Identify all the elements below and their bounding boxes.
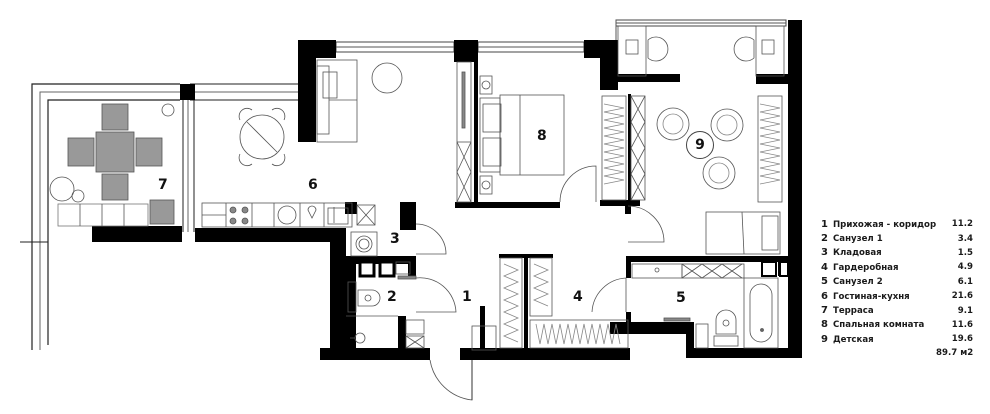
legend-room-name: Гардеробная — [832, 262, 899, 273]
bath2-niche-2 — [779, 261, 789, 277]
legend-area: 11.6 — [951, 319, 973, 330]
tv-stand — [456, 61, 472, 203]
sofa — [316, 59, 358, 143]
entrance-door — [429, 359, 473, 401]
window-kids — [615, 19, 787, 48]
legend-room-name: Гостиная-кухня — [832, 291, 910, 302]
room-label-9: 9 — [686, 131, 714, 159]
bathroom2-fixtures — [631, 263, 779, 349]
legend-area: 3.4 — [957, 233, 973, 244]
storage-shelf — [395, 261, 411, 275]
legend-row: 6 Гостиная-кухня 21.6 — [821, 289, 973, 303]
legend-number: 9 — [821, 333, 828, 345]
kids-door — [627, 205, 665, 243]
kids-bed — [705, 211, 781, 255]
legend-number: 2 — [821, 233, 828, 245]
desk-left — [617, 25, 669, 77]
legend-number: 5 — [821, 276, 828, 288]
legend-number: 1 — [821, 218, 828, 230]
legend-room-name: Прихожая - коридор — [832, 219, 937, 230]
legend-room-name: Спальная комната — [832, 320, 925, 331]
bathroom1-door — [415, 277, 457, 313]
legend-area: 11.2 — [951, 219, 973, 230]
terrace-table-set — [67, 103, 175, 225]
legend-row: 8 Спальная комната 11.6 — [821, 318, 973, 332]
desk-right — [733, 25, 785, 77]
total-area: 89.7 м2 — [936, 348, 974, 358]
bedroom-door — [559, 165, 597, 203]
entry-cabinet — [471, 325, 497, 351]
room-label-7: 7 — [158, 177, 168, 193]
legend-number: 4 — [821, 261, 828, 273]
legend-room-name: Детская — [832, 334, 874, 345]
legend-number: 8 — [821, 319, 828, 331]
shelf-kids — [630, 95, 646, 201]
terrace-lamp — [161, 103, 175, 117]
storage-door — [415, 223, 447, 255]
legend-room-name: Терраса — [832, 306, 874, 317]
washing-machine — [350, 231, 378, 257]
room-label-5: 5 — [676, 290, 686, 306]
legend-row: 9 Детская 19.6 — [821, 332, 973, 346]
legend-row: 3 Кладовая 1.5 — [821, 246, 973, 260]
dining-table — [238, 107, 286, 167]
kitchen-counter — [201, 202, 376, 228]
bed — [479, 75, 565, 195]
legend-row: 5 Санузел 2 6.1 — [821, 275, 973, 289]
legend-number: 7 — [821, 305, 828, 317]
wardrobe-kids — [757, 95, 783, 203]
room-label-1: 1 — [462, 289, 472, 305]
legend-area: 4.9 — [957, 262, 973, 273]
legend-number: 6 — [821, 290, 828, 302]
window-living — [335, 41, 455, 53]
legend-area: 19.6 — [951, 334, 973, 345]
terrace-plants — [49, 176, 149, 227]
kids-chairs — [656, 107, 744, 190]
wardrobe-bedroom — [601, 95, 627, 201]
legend-number: 3 — [821, 247, 828, 259]
wardrobe-closet — [499, 257, 629, 349]
legend-row: 4 Гардеробная 4.9 — [821, 260, 973, 274]
legend-area: 21.6 — [951, 291, 973, 302]
room-label-6: 6 — [308, 177, 318, 193]
room-label-3: 3 — [390, 231, 400, 247]
bath2-niche-1 — [761, 261, 777, 277]
coffee-table — [371, 62, 403, 94]
terrace-railing — [20, 83, 300, 350]
room-label-8: 8 — [537, 128, 547, 144]
bathroom2-door — [591, 277, 627, 313]
legend-area: 9.1 — [957, 305, 973, 316]
window-bedroom — [477, 41, 585, 53]
legend-room-name: Санузел 1 — [832, 234, 883, 245]
legend-row: 2 Санузел 1 3.4 — [821, 231, 973, 245]
walls — [92, 20, 802, 360]
room-label-2: 2 — [387, 289, 397, 305]
legend-room-name: Кладовая — [832, 248, 882, 259]
legend-row: 7 Терраса 9.1 — [821, 303, 973, 317]
legend-area: 6.1 — [957, 276, 973, 287]
legend-room-name: Санузел 2 — [832, 277, 883, 288]
glass-partition — [182, 100, 195, 232]
legend-area: 1.5 — [957, 247, 973, 258]
legend-row: 1 Прихожая - коридор 11.2 — [821, 217, 973, 231]
bathroom1-fixtures — [346, 275, 425, 349]
room-label-4: 4 — [573, 289, 583, 305]
